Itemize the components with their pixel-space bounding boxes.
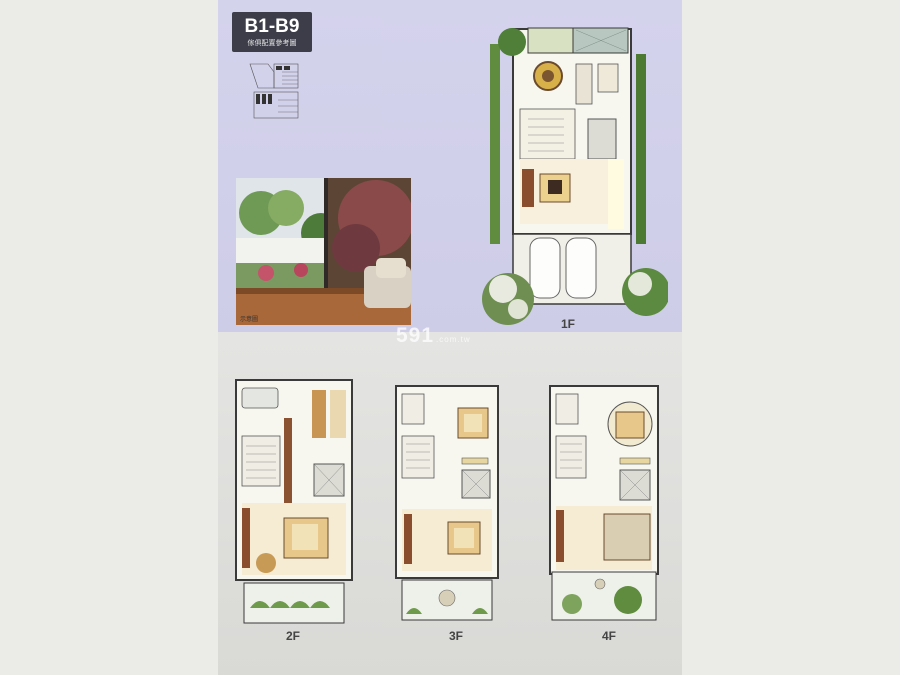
floor-label-3f: 3F: [449, 629, 464, 643]
key-plan-diagram: [249, 63, 299, 119]
unit-badge: B1-B9 傢俱配置參考圖: [232, 12, 312, 52]
floor-plan-3f: [395, 385, 499, 621]
floor-label-2f: 2F: [286, 629, 301, 643]
lower-section: 2F 3F: [218, 332, 682, 675]
floor-plan-2f: [235, 379, 353, 624]
upper-section: B1-B9 傢俱配置參考圖: [218, 0, 682, 332]
unit-subtitle: 傢俱配置參考圖: [247, 40, 297, 47]
floor-plan-brochure: B1-B9 傢俱配置參考圖: [218, 0, 682, 675]
watermark-brand: 591: [396, 324, 435, 347]
watermark-domain: .com.tw: [436, 335, 471, 344]
floor-plan-4f: [549, 385, 659, 621]
floor-label-1f: 1F: [561, 317, 576, 331]
photo-caption: 示意圖: [240, 317, 259, 323]
floor-plan-1f: [482, 27, 668, 325]
unit-code: B1-B9: [244, 16, 300, 37]
watermark: 591.com.tw: [396, 324, 471, 348]
floor-label-4f: 4F: [602, 629, 617, 643]
interior-photo: 示意圖: [236, 178, 411, 325]
